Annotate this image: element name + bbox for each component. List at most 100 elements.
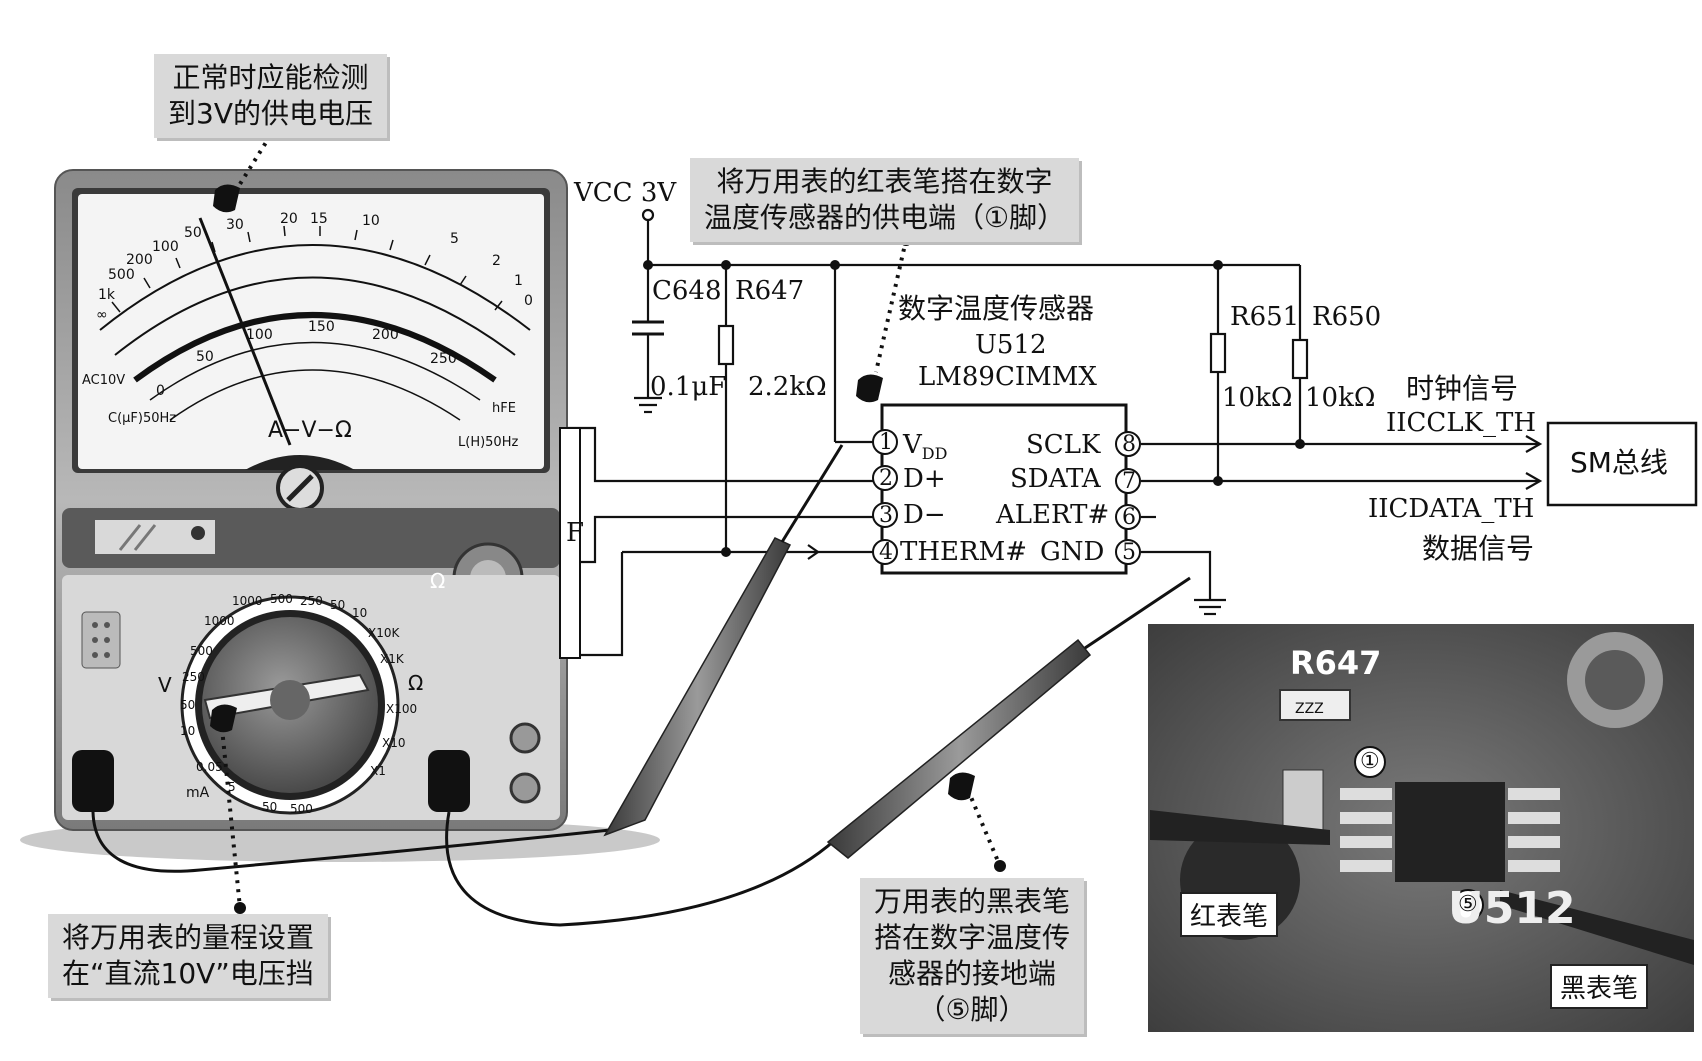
pin-vdd-name: V (903, 430, 922, 460)
note-line: 在“直流10V”电压挡 (62, 957, 314, 990)
note-line: 万用表的黑表笔 (874, 885, 1071, 918)
ohm-tick: 200 (126, 252, 153, 268)
note-black-probe: 万用表的黑表笔 搭在数字温度传 感器的接地端 （⑤脚） (860, 878, 1085, 1034)
pin-sclk-label: SCLK (1026, 430, 1101, 460)
c648-value: 0.1μF (650, 372, 727, 402)
meter-ind-label: L(H)50Hz (458, 435, 519, 450)
note-range-setting: 将万用表的量程设置 在“直流10V”电压挡 (48, 914, 329, 998)
meter-hfe-label: hFE (492, 401, 516, 416)
chip-ref: U512 (975, 330, 1047, 360)
meter-center-label: A−V−Ω (268, 418, 352, 443)
ohm-tick: 20 (280, 211, 298, 227)
dial-left-tick: 500 (190, 644, 213, 658)
meter-v-label: V (158, 673, 172, 697)
ohm-tick: 10 (362, 213, 380, 229)
pin-sdata-label: SDATA (1010, 464, 1101, 494)
note-line: 正常时应能检测 (172, 61, 369, 94)
clock-net-label: IICCLK_TH (1386, 408, 1537, 438)
junction-dots (643, 260, 1305, 557)
circuit-wires (560, 208, 1543, 657)
dcv-tick: 100 (246, 327, 273, 343)
vcc-label: VCC 3V (574, 178, 677, 208)
note-line: 感器的接地端 (888, 957, 1057, 990)
pin-vdd-label: VDD (903, 430, 947, 469)
pin-therm-label: THERM# (900, 537, 1027, 567)
pointer-lines (220, 126, 1002, 909)
meter-ohm-symbol: Ω (430, 569, 446, 593)
photo-black-probe-label: 黑表笔 (1550, 964, 1649, 1009)
pin-3-num: 3 (879, 503, 893, 528)
dcv-tick: 50 (196, 349, 214, 365)
dial-left-tick: 1000 (204, 614, 235, 628)
hidden-f-label: F (566, 518, 585, 548)
note-supply-check: 正常时应能检测 到3V的供电电压 (154, 54, 387, 138)
dial-ohm-tick: X1K (380, 652, 404, 666)
chip-name: 数字温度传感器 (898, 292, 1095, 325)
sm-bus-box (1546, 421, 1698, 507)
dcv-tick: 150 (308, 319, 335, 335)
ohm-tick: 0 (524, 293, 533, 309)
dial-v-tick: 1000 (232, 594, 263, 608)
dial-ma-tick: 0.05 (196, 760, 223, 774)
r647-value: 2.2kΩ (748, 372, 827, 402)
meter-ma-label: mA (186, 785, 210, 801)
dial-ohm-tick: X1 (370, 764, 386, 778)
chip-body (880, 403, 1128, 575)
black-probe (826, 576, 1191, 859)
photo-red-probe-label: 红表笔 (1180, 892, 1279, 937)
meter-needle (198, 217, 292, 446)
note-line: 到3V的供电电压 (168, 97, 373, 130)
dial-v-tick: 500 (270, 592, 293, 606)
sm-bus-label: SM总线 (1570, 446, 1668, 479)
pin-4-num: 4 (879, 540, 893, 565)
photo-r647-label: R647 (1290, 644, 1382, 682)
photo-pin1-label: ① (1360, 749, 1380, 774)
pin-6-num: 6 (1122, 505, 1136, 530)
hand-pointer-icons (210, 184, 975, 801)
red-probe (603, 444, 844, 837)
dial-left-tick: 250 (182, 670, 205, 684)
note-line: 温度传感器的供电端（①脚） (704, 201, 1066, 234)
r651-label: R651 (1230, 302, 1300, 332)
multimeter (20, 169, 660, 862)
dcv-tick: 200 (372, 327, 399, 343)
meter-dial-ohm-label: Ω (408, 671, 424, 695)
pin-gnd-label: GND (1040, 537, 1105, 567)
photo-u512-label: U512 (1448, 883, 1576, 934)
pin-1-num: 1 (879, 430, 893, 455)
ohm-tick: 500 (108, 267, 135, 283)
dial-left-tick: 10 (180, 724, 196, 738)
pin-8-num: 8 (1122, 432, 1136, 457)
chip-pin-circles (872, 429, 1141, 565)
ohm-tick: 15 (310, 211, 328, 227)
photo-pin5-label: ⑤ (1458, 892, 1478, 917)
dcv-tick: 0 (156, 383, 165, 399)
dial-left-tick: 50 (180, 698, 196, 712)
note-line: 搭在数字温度传 (874, 921, 1071, 954)
pin-2-num: 2 (879, 466, 893, 491)
pin-vdd-sub: DD (921, 444, 948, 464)
ohm-tick: 100 (152, 239, 179, 255)
r650-value: 10kΩ (1305, 383, 1376, 413)
pin-dminus-label: D− (903, 500, 946, 530)
meter-ohm-scale: ∞ 1k 500 200 100 50 30 20 15 10 5 2 1 0 (96, 210, 536, 323)
probe-leads (91, 811, 836, 927)
meter-cap-label: C(μF)50Hz (108, 411, 177, 426)
note-line: 将万用表的量程设置 (62, 921, 315, 954)
clock-signal-label: 时钟信号 (1406, 372, 1519, 405)
r647-label: R647 (735, 276, 805, 306)
c648-label: C648 (652, 276, 722, 306)
note-line: （⑤脚） (917, 993, 1027, 1026)
pin-dplus-label: D+ (903, 464, 946, 494)
note-line: 将万用表的红表笔搭在数字 (716, 165, 1053, 198)
dial-v-tick: 50 (330, 598, 346, 612)
r651-value: 10kΩ (1222, 383, 1293, 413)
chip-part: LM89CIMMX (918, 362, 1097, 392)
meter-ac10v-label: AC10V (82, 373, 126, 388)
ohm-tick: 50 (184, 225, 202, 241)
dial-ohm-tick: X10 (382, 736, 406, 750)
photo-smd-code: ZZZ (1295, 701, 1324, 717)
data-net-label: IICDATA_TH (1368, 494, 1535, 524)
dial-ma-tick: 50 (262, 800, 278, 814)
